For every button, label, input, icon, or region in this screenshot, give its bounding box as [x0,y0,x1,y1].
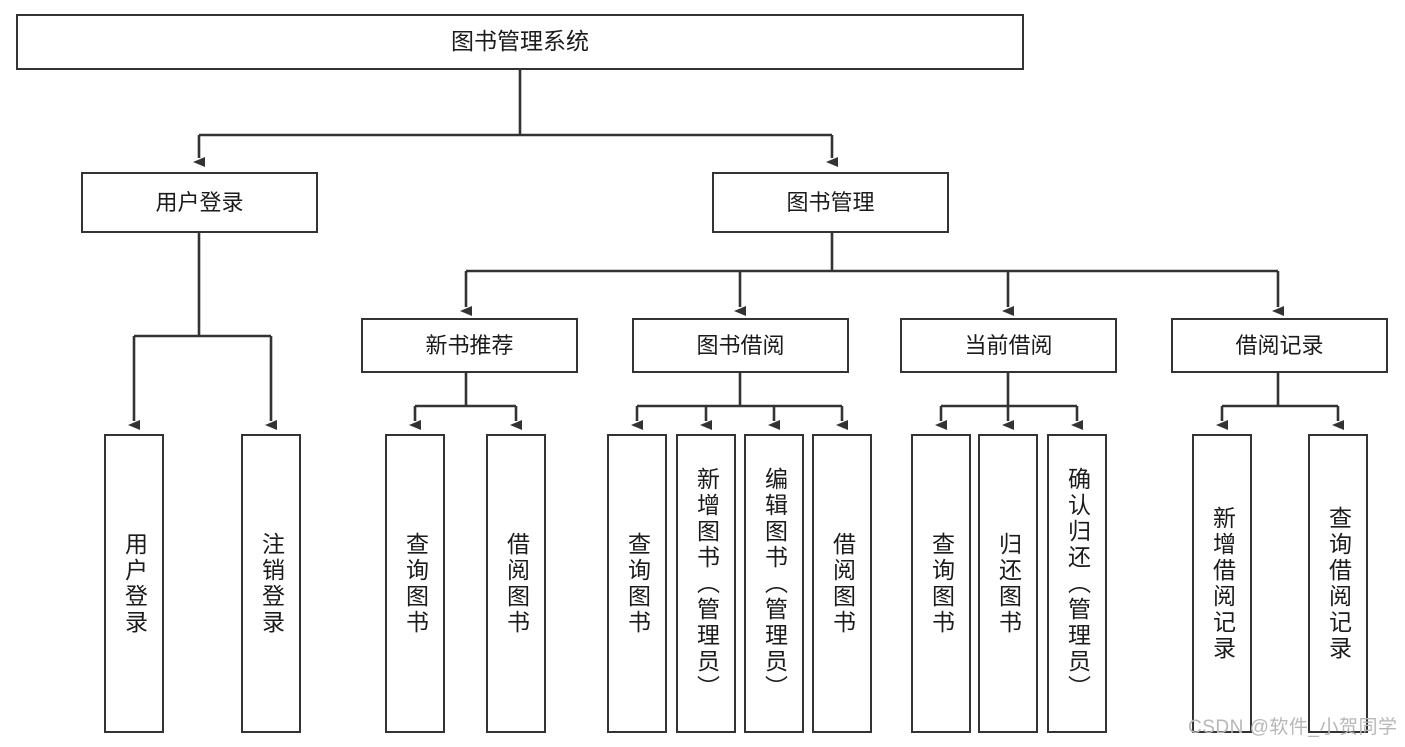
node-label: 借阅图书 [503,531,530,636]
leaf-borrow-book-newbook[interactable]: 借阅图书 [486,434,546,733]
node-book-borrow[interactable]: 图书借阅 [632,318,849,373]
leaf-edit-book-admin[interactable]: 编辑图书（管理员） [744,434,804,733]
node-label: 用户登录 [121,531,148,636]
node-label: 借阅记录 [1235,332,1324,358]
node-borrow-records[interactable]: 借阅记录 [1171,318,1388,373]
csdn-watermark: CSDN @软件_小贺同学 [1188,717,1398,738]
leaf-return-book[interactable]: 归还图书 [978,434,1038,733]
node-label: 查询图书 [624,531,651,636]
leaf-borrow-book[interactable]: 借阅图书 [812,434,872,733]
node-label: 注销登录 [258,531,285,636]
node-label: 新书推荐 [425,332,514,358]
node-label: 用户登录 [155,189,244,215]
node-label: 查询图书 [402,531,429,636]
leaf-add-borrow-record[interactable]: 新增借阅记录 [1192,434,1252,733]
node-user-login[interactable]: 用户登录 [81,172,318,233]
leaf-logout[interactable]: 注销登录 [241,434,301,733]
leaf-query-book-borrow[interactable]: 查询图书 [607,434,667,733]
node-label: 编辑图书（管理员） [761,466,788,701]
node-label: 当前借阅 [964,332,1053,358]
node-current-borrow[interactable]: 当前借阅 [900,318,1117,373]
node-label: 图书管理系统 [451,28,589,55]
node-new-book-recommend[interactable]: 新书推荐 [361,318,578,373]
leaf-query-borrow-record[interactable]: 查询借阅记录 [1308,434,1368,733]
leaf-confirm-return-admin[interactable]: 确认归还（管理员） [1047,434,1107,733]
node-label: 新增借阅记录 [1209,505,1236,662]
node-label: 确认归还（管理员） [1064,466,1091,701]
node-label: 归还图书 [995,531,1022,636]
node-label: 图书借阅 [696,332,785,358]
leaf-add-book-admin[interactable]: 新增图书（管理员） [676,434,736,733]
leaf-user-login[interactable]: 用户登录 [104,434,164,733]
node-label: 新增图书（管理员） [693,466,720,701]
node-label: 查询借阅记录 [1325,505,1352,662]
node-book-management[interactable]: 图书管理 [712,172,949,233]
leaf-query-book-newbook[interactable]: 查询图书 [385,434,445,733]
node-label: 图书管理 [786,189,875,215]
node-label: 借阅图书 [829,531,856,636]
leaf-query-book-current[interactable]: 查询图书 [911,434,971,733]
node-root[interactable]: 图书管理系统 [16,14,1024,70]
node-label: 查询图书 [928,531,955,636]
